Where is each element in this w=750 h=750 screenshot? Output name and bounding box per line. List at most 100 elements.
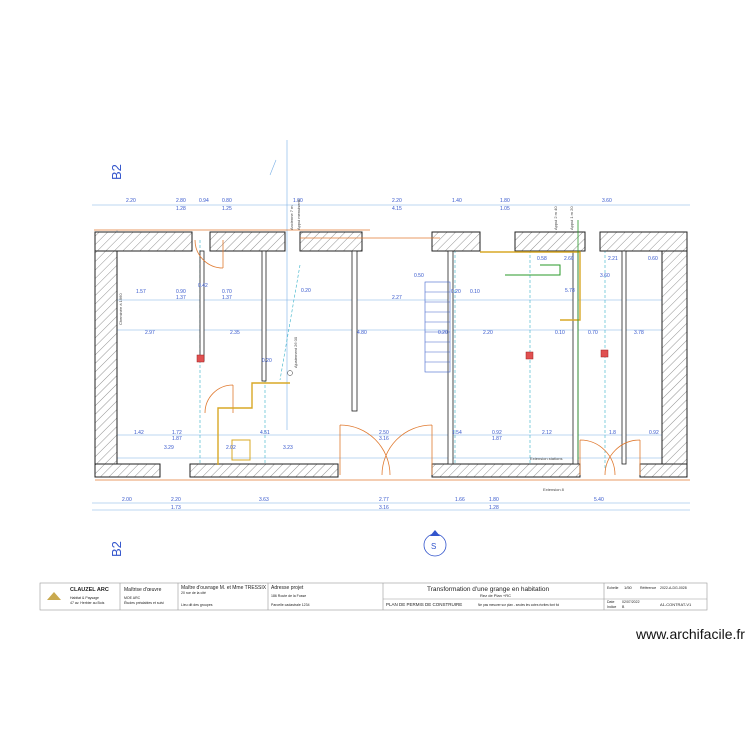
room-dim: 4.51 — [260, 430, 270, 436]
room-dim: 0.20 — [451, 289, 461, 295]
ref-label: Référence — [640, 586, 656, 590]
address-sub-1: 186 Route de la Fosse — [271, 594, 306, 598]
title-block: CLAUZEL ARC Habitat & Paysage 47 av. Her… — [39, 582, 708, 611]
dim-bottom-4: 2.77 — [379, 497, 389, 503]
dim-top-3: 0.94 — [199, 198, 209, 204]
room-dim: 1.37 — [176, 295, 186, 301]
room-dim: 1.42 — [134, 430, 144, 436]
room-dim: 2.20 — [483, 330, 493, 336]
vertical-note: Appui 2 m 40 — [553, 206, 558, 230]
sheet-ref: A1-CONTRAT-V1 — [660, 602, 692, 607]
top-dimensions: 2.20 2.80 0.94 0.80 1.00 2.20 1.40 1.80 … — [126, 198, 612, 212]
company-sub-2: 47 av. Herbier au Bois — [70, 601, 105, 605]
axis-label-top: B2 — [109, 164, 124, 180]
room-dim: 4.80 — [357, 330, 367, 336]
dim-top-8: 1.80 — [500, 198, 510, 204]
room-dim: 2.97 — [145, 330, 155, 336]
room-dim: 1.54 — [452, 430, 462, 436]
interior-walls — [199, 250, 627, 465]
dim-bottom-1: 2.00 — [122, 497, 132, 503]
note-extension-8: Extension 8 — [543, 487, 565, 492]
room-dim: 0.70 — [588, 330, 598, 336]
moe-title: Maîtrise d'œuvre — [124, 587, 162, 593]
vertical-note: Appui 1 m 20 — [569, 206, 574, 230]
vertical-note: Cheminée à 1960 — [118, 293, 123, 325]
room-dim: 3.23 — [283, 445, 293, 451]
room-dim: 0.10 — [470, 289, 480, 295]
room-dim: 0.92 — [492, 430, 502, 436]
room-dim: 2.50 — [379, 430, 389, 436]
room-dim: 0.10 — [555, 330, 565, 336]
room-dim: 3.78 — [634, 330, 644, 336]
room-dim: 2.27 — [392, 295, 402, 301]
orientation-label: S — [431, 542, 436, 551]
dim-top-10: 1.28 — [176, 206, 186, 212]
room-dim: 1.57 — [136, 289, 146, 295]
scale-label: Echelle — [607, 586, 619, 590]
dim-top-11: 1.25 — [222, 206, 232, 212]
note-extension: Extension stations — [530, 456, 562, 461]
room-dim: 0.58 — [537, 256, 547, 262]
room-dim: 0.92 — [649, 430, 659, 436]
date-value: 02/07/2022 — [622, 600, 640, 604]
room-dim: 1.87 — [172, 436, 182, 442]
dim-bottom-7: 5.40 — [594, 497, 604, 503]
bottom-dimensions: 2.00 2.20 3.63 2.77 1.66 1.80 5.40 1.73 … — [122, 497, 604, 511]
dim-top-13: 1.05 — [500, 206, 510, 212]
address-title: Adresse projet — [271, 585, 304, 591]
dim-top-6: 2.20 — [392, 198, 402, 204]
room-dim: 0.20 — [262, 358, 272, 364]
room-dim: 1.37 — [222, 295, 232, 301]
scale-value: 1/50 — [624, 585, 633, 590]
index-value: B — [622, 605, 625, 609]
axis-label-bottom: B2 — [109, 541, 124, 557]
dim-bottom-2: 2.20 — [171, 497, 181, 503]
staircase — [424, 281, 451, 373]
vertical-note: Ancienne 7 m — [289, 205, 294, 230]
room-dim: 0.20 — [301, 288, 311, 294]
address-sub-2: Parcelle cadastrale 1234 — [271, 603, 310, 607]
vertical-note: Ajustement 26 00 — [293, 336, 298, 368]
exterior-walls — [94, 231, 688, 478]
moe-sub-1: MOE ARC — [124, 596, 141, 600]
room-dimensions: 1.57 0.90 1.37 0.42 0.70 1.37 2.27 0.20 … — [134, 256, 659, 451]
room-dim: 3.60 — [600, 273, 610, 279]
project-title: Transformation d'une grange en habitatio… — [427, 586, 549, 593]
room-dim: 3.29 — [164, 445, 174, 451]
vertical-note: Appui menuiserie — [296, 198, 301, 230]
dim-top-5: 1.00 — [293, 198, 303, 204]
company-name: CLAUZEL ARC — [70, 587, 109, 593]
kitchen-fixtures — [217, 220, 581, 465]
index-label: Indice — [607, 605, 616, 609]
client-sub-1: 20 rue de la cité — [181, 591, 206, 595]
room-dim: 0.20 — [438, 330, 448, 336]
dim-bottom-3: 3.63 — [259, 497, 269, 503]
dim-bottom-10: 1.28 — [489, 505, 499, 511]
watermark-text[interactable]: www.archifacile.fr — [636, 626, 745, 642]
dim-top-2: 2.80 — [176, 198, 186, 204]
room-dim: 2.35 — [230, 330, 240, 336]
room-dim: 0.42 — [198, 283, 208, 289]
date-label: Date — [607, 600, 614, 604]
room-dim: 2.12 — [542, 430, 552, 436]
room-dim: 0.50 — [414, 273, 424, 279]
dim-bottom-5: 1.66 — [455, 497, 465, 503]
room-dim: 5.78 — [565, 288, 575, 294]
dim-bottom-6: 1.80 — [489, 497, 499, 503]
room-dim: 0.90 — [176, 289, 186, 295]
room-dim: 0.60 — [648, 256, 658, 262]
room-dim: 2.02 — [226, 445, 236, 451]
ref-value: 2022-A-DG-0028 — [660, 586, 687, 590]
client-title: Maître d'ouvrage M. et Mme TRESSIX — [181, 585, 267, 591]
door-swings — [94, 229, 690, 481]
dim-bottom-9: 3.16 — [379, 505, 389, 511]
dim-top-12: 4.15 — [392, 206, 402, 212]
room-dim: 1.87 — [492, 436, 502, 442]
moe-sub-2: Études préalables et suivi — [124, 600, 164, 605]
dim-top-1: 2.20 — [126, 198, 136, 204]
dim-top-4: 0.80 — [222, 198, 232, 204]
company-sub-1: Habitat & Paysage — [70, 596, 99, 600]
room-dim: 1.8 — [609, 430, 616, 436]
room-dim: 0.70 — [222, 289, 232, 295]
vertical-notes: Cheminée à 1960 Ancienne 7 m Appui menui… — [118, 198, 574, 368]
